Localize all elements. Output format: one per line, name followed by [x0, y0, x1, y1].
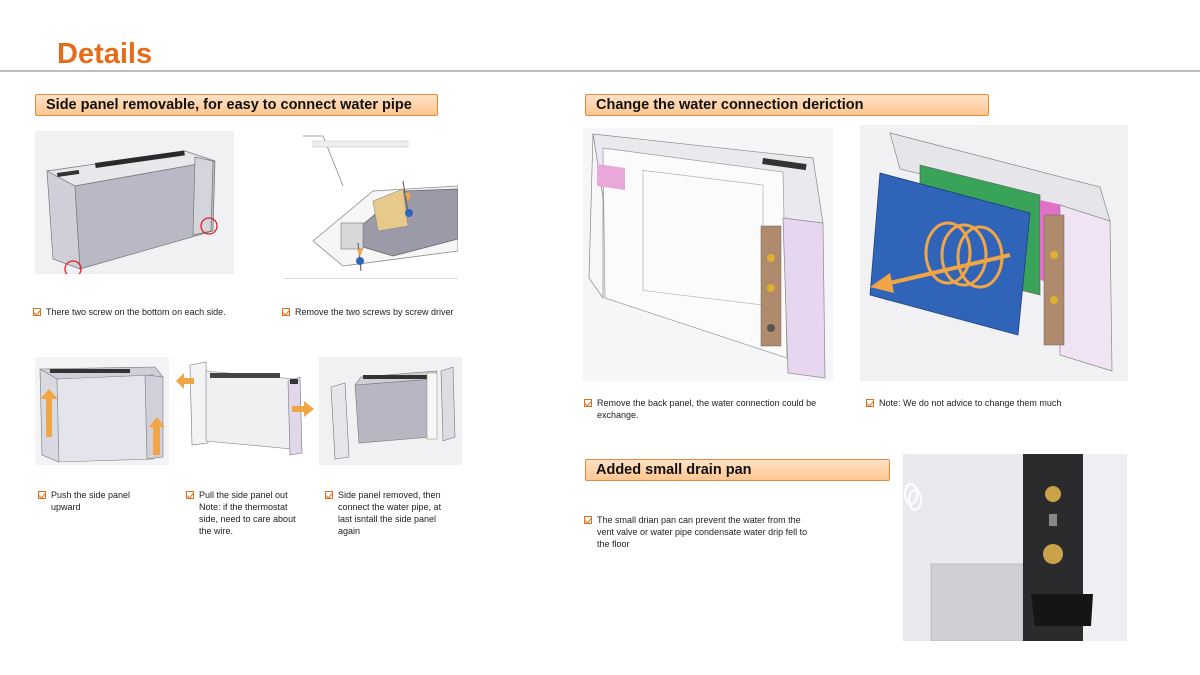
caption-panel-removed: Side panel removed, then connect the wat… [325, 489, 465, 537]
side-panel-heading: Side panel removable, for easy to connec… [35, 94, 438, 116]
caption-pull-out: Pull the side panel out Note: if the the… [186, 489, 316, 537]
push-panel-upward-image [35, 357, 169, 465]
unit-screw-location-image [35, 131, 234, 274]
checkbox-check-icon [38, 491, 46, 499]
checkbox-check-icon [866, 399, 874, 407]
pull-panel-out-image [176, 357, 314, 465]
checkbox-check-icon [33, 308, 41, 316]
page-title: Details [57, 38, 153, 70]
drain-pan-heading: Added small drain pan [585, 459, 890, 481]
caption-back-panel: Remove the back panel, the water connect… [584, 397, 844, 421]
side-panel-removed-image [319, 357, 462, 465]
checkbox-check-icon [186, 491, 194, 499]
screw-removal-drawing [283, 131, 458, 279]
back-panel-removed-image [583, 128, 833, 381]
checkbox-check-icon [584, 399, 592, 407]
checkbox-check-icon [325, 491, 333, 499]
checkbox-check-icon [584, 516, 592, 524]
caption-screw-bottom: There two screw on the bottom on each si… [33, 306, 263, 318]
water-connection-heading: Change the water connection deriction [585, 94, 989, 116]
checkbox-check-icon [282, 308, 290, 316]
caption-push-upward: Push the side panel upward [38, 489, 158, 513]
caption-drain-pan: The small drian pan can prevent the wate… [584, 514, 844, 550]
drain-pan-photo [903, 454, 1127, 641]
caption-advice-note: Note: We do not advice to change them mu… [866, 397, 1116, 409]
title-divider [0, 70, 1200, 72]
heat-exchanger-coil-image [860, 125, 1128, 381]
caption-remove-screws: Remove the two screws by screw driver [282, 306, 482, 318]
